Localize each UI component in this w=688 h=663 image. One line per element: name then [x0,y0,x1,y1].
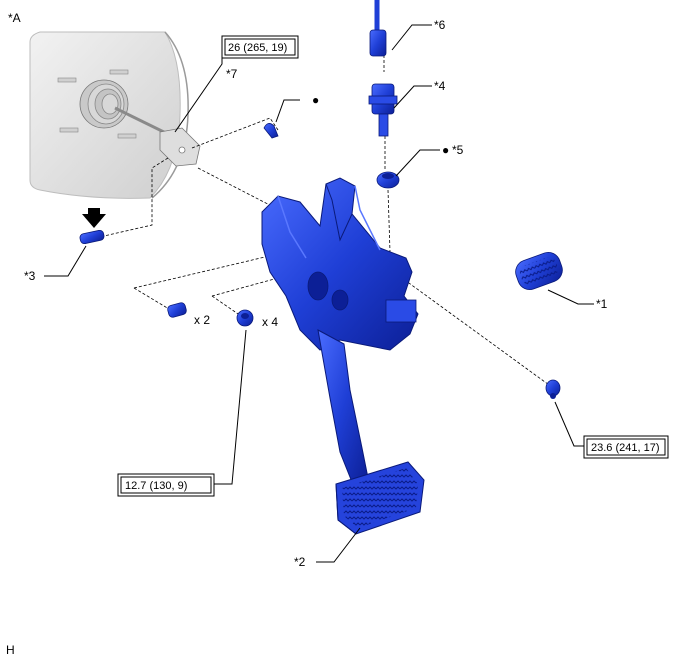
quantity-x4: x 4 [262,315,278,329]
callout-3: *3 [24,269,36,283]
corner-code: H [6,643,15,657]
callout-1: *1 [596,297,608,311]
torque-box-left: 12.7 (130, 9) [117,473,215,497]
callout-4: *4 [434,79,446,93]
connector-part [369,0,387,57]
nut-x2 [167,302,187,318]
stop-light-switch [368,83,398,137]
new-part-dot-5: ● [442,143,449,157]
torque-value-left: 12.7 (130, 9) [125,480,187,492]
view-label: *A [8,11,21,25]
callout-6: *6 [434,18,446,32]
callout-7: *7 [226,67,238,81]
switch-clip [376,171,400,189]
torque-value-right: 23.6 (241, 17) [591,442,660,454]
clevis-pin [79,229,105,245]
torque-value-top: 26 (265, 19) [228,42,287,54]
install-direction-arrow-icon [82,208,106,228]
pedal-pad-part [515,252,563,290]
pivot-bolt [545,379,561,399]
quantity-x2: x 2 [194,313,210,327]
brake-pedal-assembly [261,177,425,535]
callout-5: *5 [452,143,464,157]
clip-part [263,123,279,139]
torque-box-top: 26 (265, 19) [221,35,299,59]
callout-2: *2 [294,555,306,569]
leader-lines [44,24,594,563]
brake-booster [29,31,201,199]
torque-box-right: 23.6 (241, 17) [583,435,669,459]
nut-x4 [236,309,254,327]
new-part-dot-clip: ● [312,93,319,107]
